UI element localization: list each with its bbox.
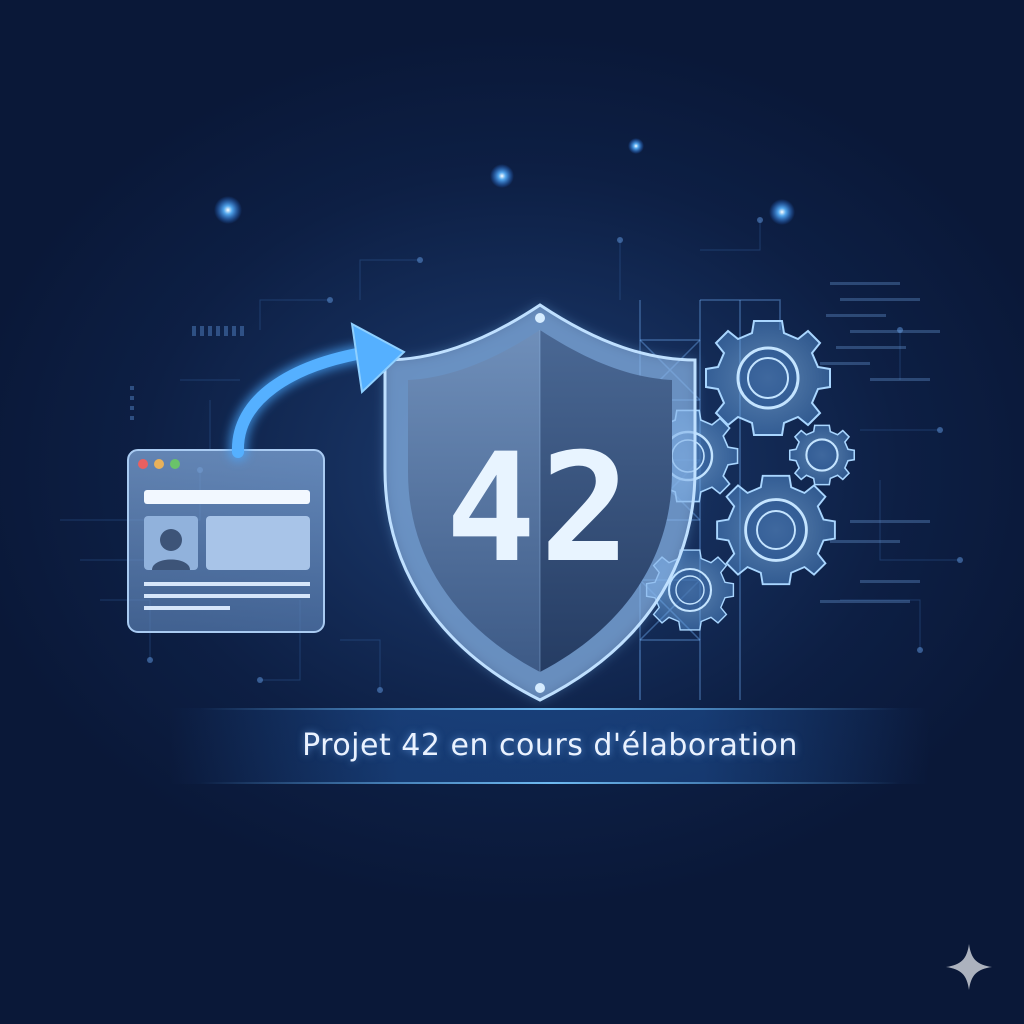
gear-icon (716, 474, 836, 586)
banner-top-line (200, 708, 900, 710)
caption-banner (170, 708, 930, 784)
caption-text: Projet 42 en cours d'élaboration (302, 728, 798, 763)
gear-icon (705, 320, 831, 436)
banner-bottom-line (200, 782, 900, 784)
shield-label: 42 (446, 422, 635, 596)
gear-icon (788, 424, 856, 486)
sparkle-icon (946, 944, 992, 990)
gear-icon (645, 549, 735, 631)
